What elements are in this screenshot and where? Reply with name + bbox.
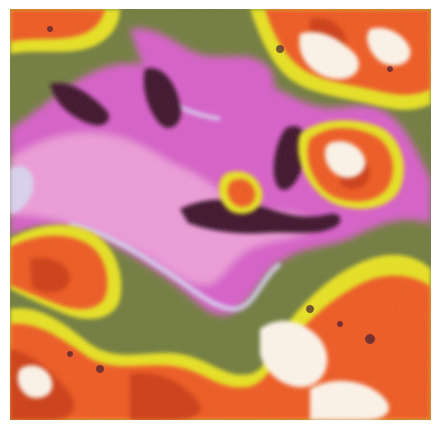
grain-overlay bbox=[10, 9, 431, 420]
terrain-image bbox=[10, 9, 431, 420]
terrain-svg bbox=[10, 9, 431, 420]
